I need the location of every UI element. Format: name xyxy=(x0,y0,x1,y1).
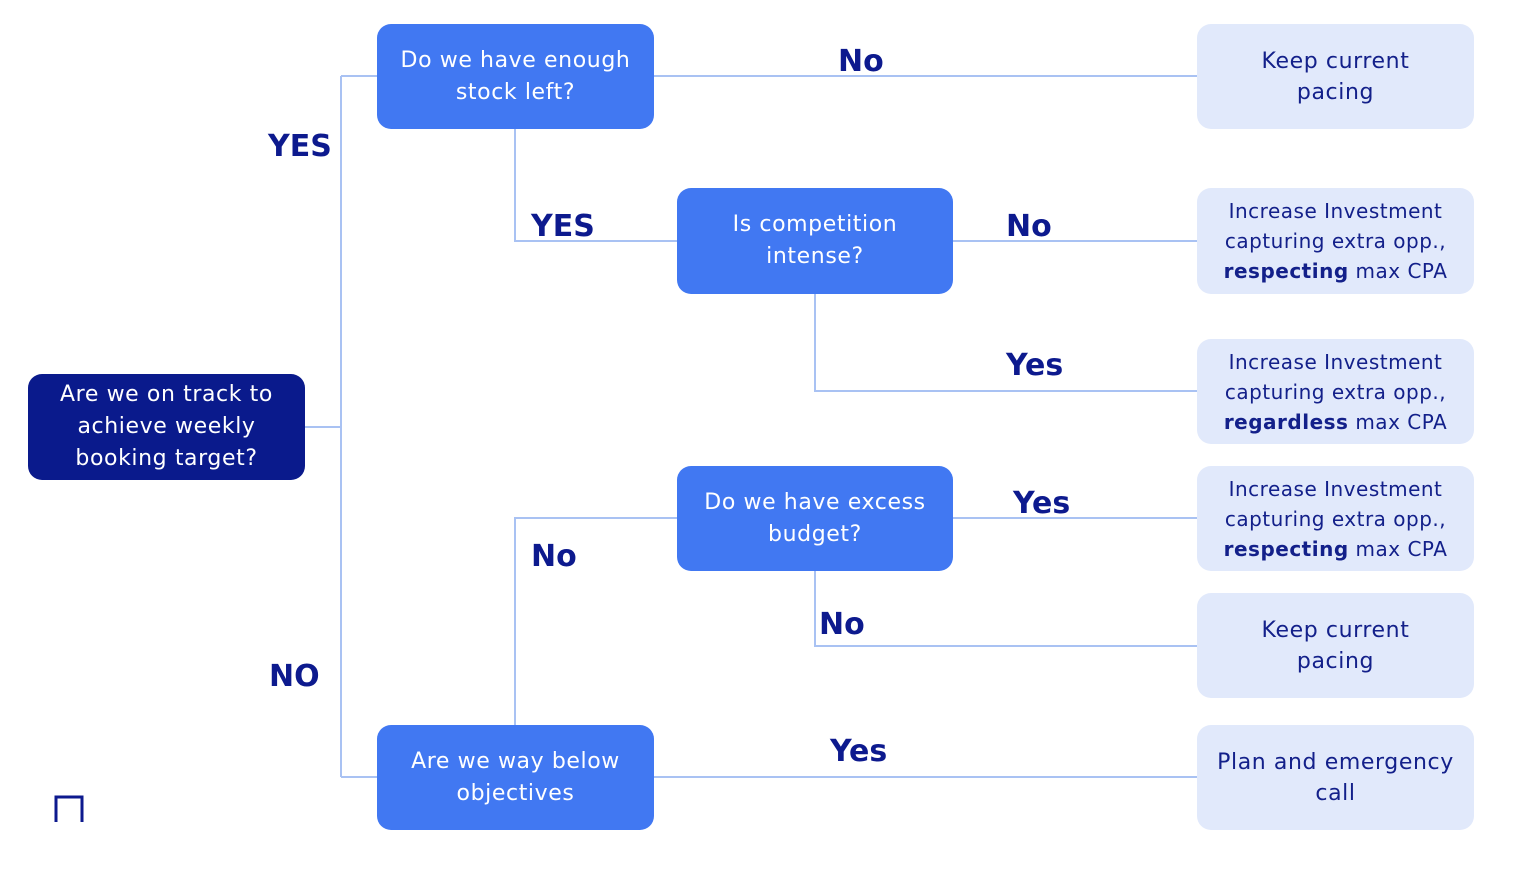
plan-line-2: call xyxy=(1315,780,1356,806)
outcome-increase-respecting-1: Increase Investment capturing extra opp.… xyxy=(1197,188,1474,294)
bracket-logo-icon xyxy=(54,795,84,822)
inc1-line-1: Increase Investment xyxy=(1228,199,1443,223)
keep2-line-2: pacing xyxy=(1296,648,1375,674)
budget-line-2: budget? xyxy=(768,521,862,547)
inc1-line-2: capturing extra opp., xyxy=(1224,229,1447,253)
stock-line-2: stock left? xyxy=(455,79,576,105)
inc3-line-1: Increase Investment xyxy=(1228,476,1443,501)
outcome-keep-pacing-2: Keep current pacing xyxy=(1197,593,1474,698)
inc2-line-1: Increase Investment xyxy=(1228,349,1443,374)
edge-label-root-yes: YES xyxy=(268,129,332,164)
outcome-increase-respecting-2: Increase Investment capturing extra opp.… xyxy=(1197,466,1474,571)
edge-label-competition-yes: Yes xyxy=(1006,348,1064,383)
connector-budget-keep2 xyxy=(814,570,1197,647)
keep1-line-2: pacing xyxy=(1296,79,1375,105)
budget-question-node: Do we have excess budget? xyxy=(677,466,953,571)
outcome-keep-pacing-1: Keep current pacing xyxy=(1197,24,1474,129)
connector-stock-competition xyxy=(514,128,677,242)
inc2-line-2: capturing extra opp., xyxy=(1224,379,1447,404)
outcome-plan-emergency-call: Plan and emergency call xyxy=(1197,725,1474,830)
stock-question-node: Do we have enough stock left? xyxy=(377,24,654,129)
inc2-line-3: regardless max CPA xyxy=(1224,407,1447,437)
edge-label-stock-no: No xyxy=(838,44,884,79)
edge-label-budget-no: No xyxy=(819,607,865,642)
keep2-line-1: Keep current xyxy=(1261,617,1410,643)
edge-label-below-yes: Yes xyxy=(830,734,888,769)
plan-line-1: Plan and emergency xyxy=(1217,749,1454,775)
edge-label-competition-no: No xyxy=(1006,209,1052,244)
connector-below-budget xyxy=(514,517,677,725)
stock-line-1: Do we have enough xyxy=(400,47,631,73)
inc1-rest: max CPA xyxy=(1348,259,1448,283)
root-line-1: Are we on track to xyxy=(60,382,273,407)
inc1-line-3: respecting max CPA xyxy=(1224,256,1448,286)
root-question-node: Are we on track to achieve weekly bookin… xyxy=(28,374,305,480)
inc2-bold: regardless xyxy=(1223,409,1349,434)
root-line-2: achieve weekly xyxy=(77,414,256,439)
below-objectives-question-node: Are we way below objectives xyxy=(377,725,654,830)
inc3-bold: respecting xyxy=(1223,536,1349,561)
edge-label-below-no: No xyxy=(531,539,577,574)
below-line-1: Are we way below xyxy=(411,748,620,774)
competition-line-2: intense? xyxy=(766,244,864,269)
competition-line-1: Is competition xyxy=(732,212,898,237)
below-line-2: objectives xyxy=(456,780,575,806)
outcome-increase-regardless: Increase Investment capturing extra opp.… xyxy=(1197,339,1474,444)
inc1-bold: respecting xyxy=(1223,259,1349,283)
connector-competition-inc2 xyxy=(814,293,1197,392)
root-line-3: booking target? xyxy=(75,446,258,471)
inc3-line-3: respecting max CPA xyxy=(1224,534,1448,564)
edge-label-budget-yes: Yes xyxy=(1013,486,1071,521)
budget-line-1: Do we have excess xyxy=(704,489,926,515)
inc3-line-2: capturing extra opp., xyxy=(1224,506,1447,531)
edge-label-stock-yes: YES xyxy=(531,209,595,244)
edge-label-root-no: NO xyxy=(269,659,320,694)
inc3-rest: max CPA xyxy=(1348,536,1448,561)
keep1-line-1: Keep current xyxy=(1261,48,1410,74)
inc2-rest: max CPA xyxy=(1348,409,1448,434)
competition-question-node: Is competition intense? xyxy=(677,188,953,294)
